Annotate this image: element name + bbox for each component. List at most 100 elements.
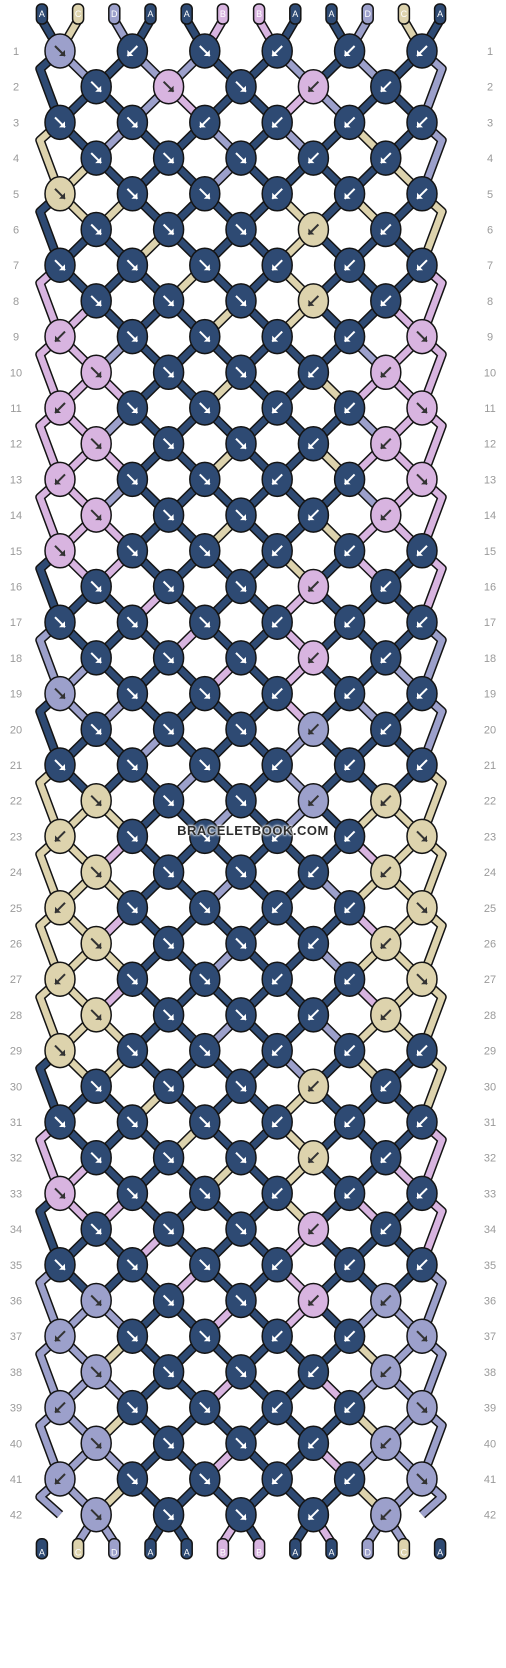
knot: [261, 1318, 293, 1354]
row-number-right: 10: [484, 367, 496, 379]
strand-cap-bottom: [361, 1537, 374, 1560]
knot: [116, 890, 149, 926]
knot: [189, 104, 221, 141]
strand-cap-top: [180, 3, 193, 25]
knot: [370, 1425, 402, 1462]
row-number-right: 4: [487, 153, 493, 165]
row-number-right: 15: [484, 546, 496, 558]
row-number-left: 11: [10, 403, 21, 415]
strand-cap-top: [433, 3, 447, 25]
knot: [189, 176, 221, 212]
strand-cap-bottom: [35, 1537, 49, 1560]
knot: [333, 318, 366, 355]
knot: [261, 675, 293, 712]
knot: [370, 1496, 402, 1533]
strand-cap-bottom: [325, 1537, 338, 1560]
knot: [261, 533, 293, 569]
row-number-right: 30: [484, 1081, 496, 1093]
row-number-left: 13: [10, 474, 22, 486]
knot: [80, 854, 112, 890]
knot: [370, 211, 402, 248]
knot: [333, 1389, 366, 1426]
knot: [80, 283, 112, 319]
knot: [297, 497, 330, 533]
row-number-right: 16: [484, 582, 496, 594]
knot: [80, 425, 112, 462]
knot: [225, 425, 257, 462]
knot: [406, 961, 438, 997]
knot: [189, 390, 221, 426]
strand-cap-top: [35, 3, 49, 25]
knot: [406, 33, 438, 69]
row-number-right: 38: [484, 1367, 496, 1379]
strand-label-bottom: A: [292, 1548, 298, 1558]
strand-label-bottom: A: [437, 1548, 443, 1558]
knot: [261, 33, 293, 69]
row-number-right: 39: [484, 1403, 496, 1415]
knot: [370, 925, 402, 962]
knot: [225, 211, 257, 248]
row-number-right: 20: [484, 724, 496, 736]
strand-label-bottom: C: [75, 1548, 82, 1558]
knot: [370, 1068, 402, 1105]
row-number-right: 21: [484, 760, 496, 772]
knot: [80, 140, 112, 176]
row-number-left: 17: [10, 617, 22, 629]
row-number-left: 21: [10, 760, 22, 772]
knot: [261, 890, 293, 926]
knot: [189, 1461, 221, 1497]
row-number-right: 8: [487, 296, 493, 308]
knot: [80, 640, 112, 676]
knot: [225, 568, 257, 605]
row-number-right: 40: [484, 1438, 496, 1450]
row-number-left: 7: [13, 260, 19, 272]
strand-label-bottom: B: [220, 1548, 226, 1558]
knot: [406, 1461, 438, 1497]
knot: [44, 675, 76, 712]
strand-label-top: A: [328, 9, 334, 19]
row-number-right: 12: [484, 439, 496, 451]
row-number-left: 23: [10, 831, 22, 843]
knot: [116, 818, 149, 855]
knot-grid: [44, 33, 438, 1533]
strand-cap-bottom: [144, 1537, 157, 1560]
knot: [406, 1175, 438, 1212]
row-number-left: 26: [10, 939, 22, 951]
row-number-right: 41: [484, 1474, 496, 1486]
knot: [261, 1461, 293, 1497]
knot: [225, 283, 257, 319]
knot: [116, 533, 149, 569]
knot: [333, 1247, 366, 1283]
strand-label-top: B: [256, 9, 262, 19]
knot: [116, 604, 149, 640]
knot: [370, 425, 402, 462]
row-number-right: 14: [484, 510, 496, 522]
row-number-right: 1: [487, 46, 493, 58]
strand-cap-top: [252, 3, 266, 25]
knot: [116, 1032, 149, 1069]
row-number-left: 31: [10, 1117, 22, 1129]
knot: [261, 1175, 293, 1212]
knot: [261, 104, 293, 141]
knot: [333, 1461, 366, 1497]
strand-cap-top: [216, 3, 230, 25]
knot: [80, 711, 112, 748]
row-number-left: 20: [10, 724, 22, 736]
row-number-right: 19: [484, 689, 496, 701]
knot: [261, 247, 293, 283]
knot: [370, 497, 402, 533]
knot: [406, 247, 438, 283]
strand-label-bottom: B: [256, 1548, 262, 1558]
knot: [80, 1425, 112, 1462]
knot: [333, 675, 366, 712]
row-number-left: 14: [10, 510, 22, 522]
knot: [333, 533, 366, 569]
knot: [116, 1318, 149, 1354]
strand-cap-bottom: [252, 1537, 266, 1560]
row-number-left: 19: [10, 689, 22, 701]
knot: [152, 568, 185, 605]
strand-label-top: A: [147, 9, 153, 19]
knot: [80, 1139, 112, 1176]
row-number-right: 34: [484, 1224, 496, 1236]
row-number-left: 22: [10, 796, 22, 808]
